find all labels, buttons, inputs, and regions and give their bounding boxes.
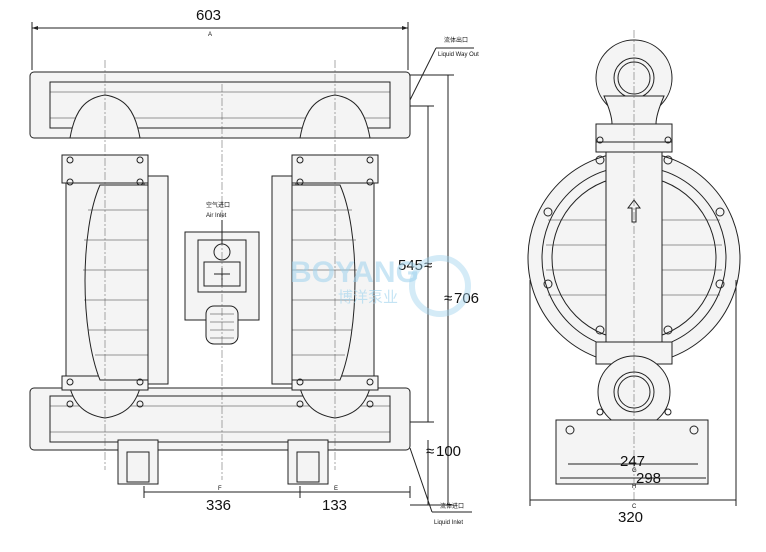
dimension-overall-width: 603 A (31, 7, 409, 70)
side-outer-value: 320 (618, 509, 643, 526)
dimension-bottom-right-value: 133 (322, 497, 347, 514)
side-view (527, 30, 741, 500)
brand-watermark-text: BOYANG (290, 256, 419, 289)
air-inlet-label: 空气进口 Air Inlet (206, 201, 230, 244)
outlet-label-cn: 流体出口 (444, 36, 468, 44)
dimension-height-total-value: 706 (454, 290, 479, 307)
inlet-label-en: Liquid Inlet (434, 520, 463, 526)
inlet-label: 流体进口 Liquid Inlet (409, 447, 472, 526)
brand-watermark: BOYANG 博洋泵业 (290, 255, 471, 317)
approx-sign: ≈ (424, 257, 432, 274)
dimension-height-inlet-value: 100 (436, 443, 461, 460)
outlet-label-en: Liquid Way Out (438, 52, 479, 58)
dimension-bottom-right-letter: E (334, 486, 338, 492)
side-mid-value: 298 (636, 470, 661, 487)
air-inlet-label-cn: 空气进口 (206, 201, 230, 209)
dimension-bottom: F E 336 133 (143, 486, 411, 514)
side-inner-letter: G (632, 468, 637, 474)
air-inlet-label-en: Air Inlet (206, 213, 227, 219)
side-dimensions: G 247 H 298 C 320 (529, 280, 737, 526)
approx-sign-2: ≈ (444, 290, 452, 307)
side-outer-letter: C (632, 504, 637, 510)
inlet-label-cn: 流体进口 (440, 502, 464, 510)
dimension-overall-width-value: 603 (196, 7, 221, 24)
brand-logo-icon (409, 255, 471, 317)
front-view (29, 60, 411, 485)
dimension-bottom-left-letter: F (218, 486, 222, 492)
dimension-bottom-left-value: 336 (206, 497, 231, 514)
dimension-heights: 545 ≈ ≈ 706 ≈ 100 (398, 74, 479, 506)
side-mid-letter: H (632, 484, 636, 490)
outlet-label: 流体出口 Liquid Way Out (409, 36, 479, 101)
side-inner-value: 247 (620, 453, 645, 470)
approx-sign-3: ≈ (426, 443, 434, 460)
brand-watermark-cn: 博洋泵业 (338, 288, 398, 306)
dimension-height-outlet-value: 545 (398, 257, 423, 274)
dimension-overall-width-letter: A (208, 32, 212, 38)
